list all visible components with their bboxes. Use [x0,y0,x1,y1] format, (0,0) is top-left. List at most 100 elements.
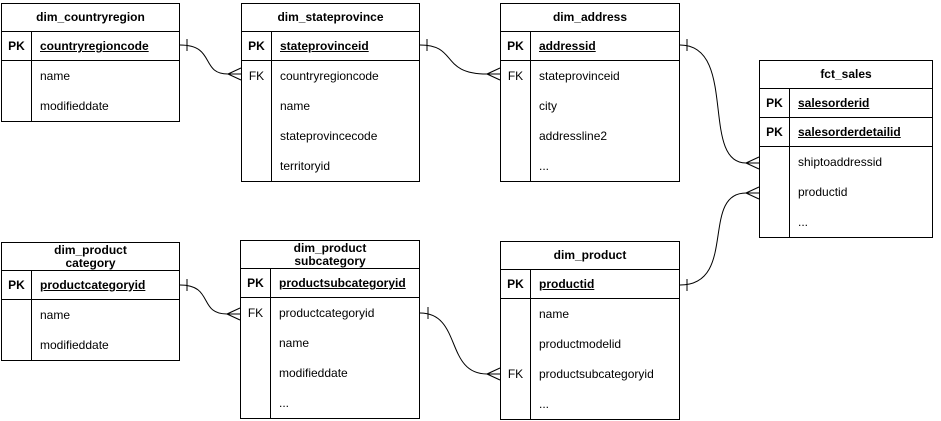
table-row[interactable]: PK stateprovinceid [242,32,419,61]
column-name: productcategoryid [40,278,146,292]
key-badge [241,328,271,358]
table-row[interactable]: FK stateprovinceid [501,61,679,91]
table-row[interactable]: name [2,300,179,330]
table-row[interactable]: PK productid [501,270,679,299]
table-row[interactable]: productid [760,177,932,207]
key-badge: PK [760,118,790,146]
table-row[interactable]: modifieddate [2,91,179,121]
column-name: salesorderdetailid [798,125,901,139]
key-badge: PK [242,32,272,60]
key-badge [760,147,790,177]
key-badge: PK [2,32,32,60]
column-name: salesorderid [798,96,870,110]
column-name: name [40,308,71,322]
relationship-countryregion-stateprovince[interactable] [179,39,242,81]
key-badge: FK [241,298,271,328]
column-name: ... [798,215,809,229]
table-row[interactable]: stateprovincecode [242,121,419,151]
table-row[interactable]: name [501,299,679,329]
key-badge: PK [760,89,790,117]
table-row[interactable]: name [242,91,419,121]
table-row[interactable]: PK productsubcategoryid [241,269,419,298]
key-badge: FK [242,61,272,91]
column-name: stateprovinceid [539,69,620,83]
table-row[interactable]: ... [241,388,419,418]
column-name: modifieddate [40,99,109,113]
column-name: stateprovinceid [280,39,369,53]
column-name: productmodelid [539,337,622,351]
relationship-address-fctsales[interactable] [679,39,760,170]
column-name: addressline2 [539,129,608,143]
key-badge: PK [501,32,531,60]
table-row[interactable]: FK productcategoryid [241,298,419,328]
key-badge: PK [2,271,32,299]
key-badge [501,329,531,359]
key-badge: PK [501,270,531,298]
key-badge [242,151,272,181]
table-row[interactable]: name [2,61,179,91]
table-title: dim_product subcategory [241,241,419,269]
key-badge [501,121,531,151]
relationship-subcategory-product[interactable] [419,307,501,381]
table-row[interactable]: PK productcategoryid [2,271,179,300]
table-row[interactable]: name [241,328,419,358]
column-name: city [539,99,557,113]
key-badge [501,151,531,181]
table-row[interactable]: PK salesorderid [760,89,932,118]
key-badge: PK [241,269,271,297]
table-row[interactable]: modifieddate [241,358,419,388]
key-badge [2,330,32,360]
table-row[interactable]: ... [760,207,932,237]
column-name: ... [539,397,550,411]
table-row[interactable]: PK countryregioncode [2,32,179,61]
table-title: dim_countryregion [2,4,179,32]
column-name: name [280,99,311,113]
column-name: ... [279,396,290,410]
key-badge [242,121,272,151]
table-row[interactable]: productmodelid [501,329,679,359]
key-badge [501,389,531,419]
relationship-category-subcategory[interactable] [179,279,241,321]
table-row[interactable]: ... [501,389,679,419]
table-row[interactable]: city [501,91,679,121]
column-name: productid [539,277,595,291]
table-title: fct_sales [760,61,932,89]
key-badge [2,91,32,121]
table-title: dim_product category [2,243,179,271]
key-badge [241,358,271,388]
table-title: dim_stateprovince [242,4,419,32]
table-row[interactable]: modifieddate [2,330,179,360]
relationship-stateprovince-address[interactable] [419,39,501,81]
key-badge [242,91,272,121]
table-row[interactable]: FK countryregioncode [242,61,419,91]
table-row[interactable]: PK salesorderdetailid [760,118,932,147]
table-row[interactable]: shiptoaddressid [760,147,932,177]
key-badge: FK [501,61,531,91]
column-name: productsubcategoryid [539,367,654,381]
table-row[interactable]: territoryid [242,151,419,181]
column-name: productsubcategoryid [279,276,406,290]
column-name: productcategoryid [279,306,375,320]
column-name: countryregioncode [280,69,379,83]
table-row[interactable]: ... [501,151,679,181]
table-title: dim_product [501,242,679,270]
column-name: name [279,336,310,350]
column-name: modifieddate [279,366,348,380]
key-badge [2,300,32,330]
column-name: productid [798,185,848,199]
relationship-product-fctsales[interactable] [679,186,760,291]
column-name: countryregioncode [40,39,149,53]
table-row[interactable]: addressline2 [501,121,679,151]
column-name: stateprovincecode [280,129,378,143]
key-badge [501,299,531,329]
